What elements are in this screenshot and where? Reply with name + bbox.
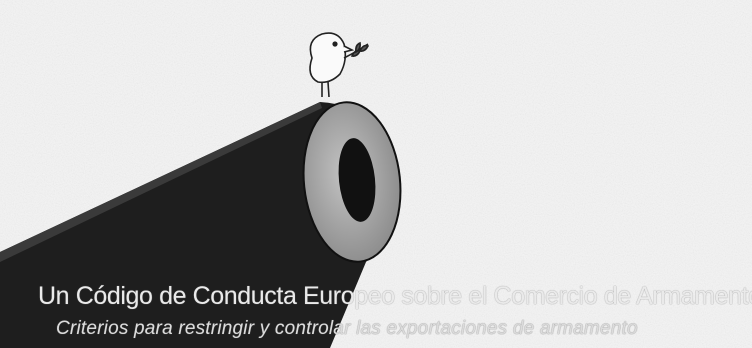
poster-title: Un Código de Conducta Europeo sobre el C… bbox=[38, 282, 752, 310]
cannon-highlight bbox=[0, 102, 322, 262]
cannon-barrel bbox=[0, 102, 397, 348]
cannon-bore bbox=[338, 138, 376, 222]
poster-subtitle: Criterios para restringir y controlar la… bbox=[56, 318, 638, 339]
dove-with-olive-branch-icon bbox=[309, 32, 370, 98]
